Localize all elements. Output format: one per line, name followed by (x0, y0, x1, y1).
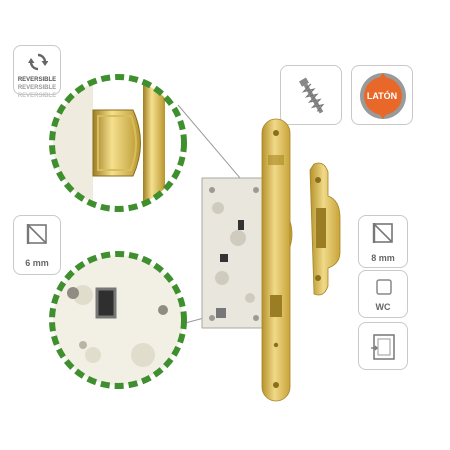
reversible-badge: REVERSIBLE REVERSIBLE REVERSIBLE (13, 45, 61, 99)
thickness-label-8mm: 8 mm (371, 253, 395, 263)
reversible-text: REVERSIBLE REVERSIBLE REVERSIBLE (17, 77, 57, 99)
plate-zoom-ring (49, 251, 187, 389)
strike-plate (309, 162, 341, 296)
material-badge: LATÓN (351, 65, 413, 125)
thickness-gauge-icon (372, 223, 393, 243)
latch-zoom-ring (49, 74, 187, 212)
latch-zoom-circle (53, 78, 183, 208)
thickness-badge-8mm: 8 mm (358, 215, 408, 268)
thickness-label-6mm: 6 mm (25, 258, 49, 268)
door-icon (371, 334, 395, 360)
wc-square-icon (376, 279, 392, 295)
wc-label: WC (375, 302, 391, 312)
material-label: LATÓN (366, 91, 398, 101)
door-badge (358, 322, 408, 370)
thickness-gauge-icon (26, 224, 47, 244)
screw-badge (280, 65, 342, 125)
face-plate (261, 118, 291, 402)
screw-icon (299, 77, 325, 114)
rotate-arrows-icon (28, 53, 48, 71)
wc-badge: WC (358, 270, 408, 318)
lock-body (201, 177, 269, 329)
plate-zoom-circle (53, 255, 183, 385)
brass-badge-icon (360, 73, 406, 119)
